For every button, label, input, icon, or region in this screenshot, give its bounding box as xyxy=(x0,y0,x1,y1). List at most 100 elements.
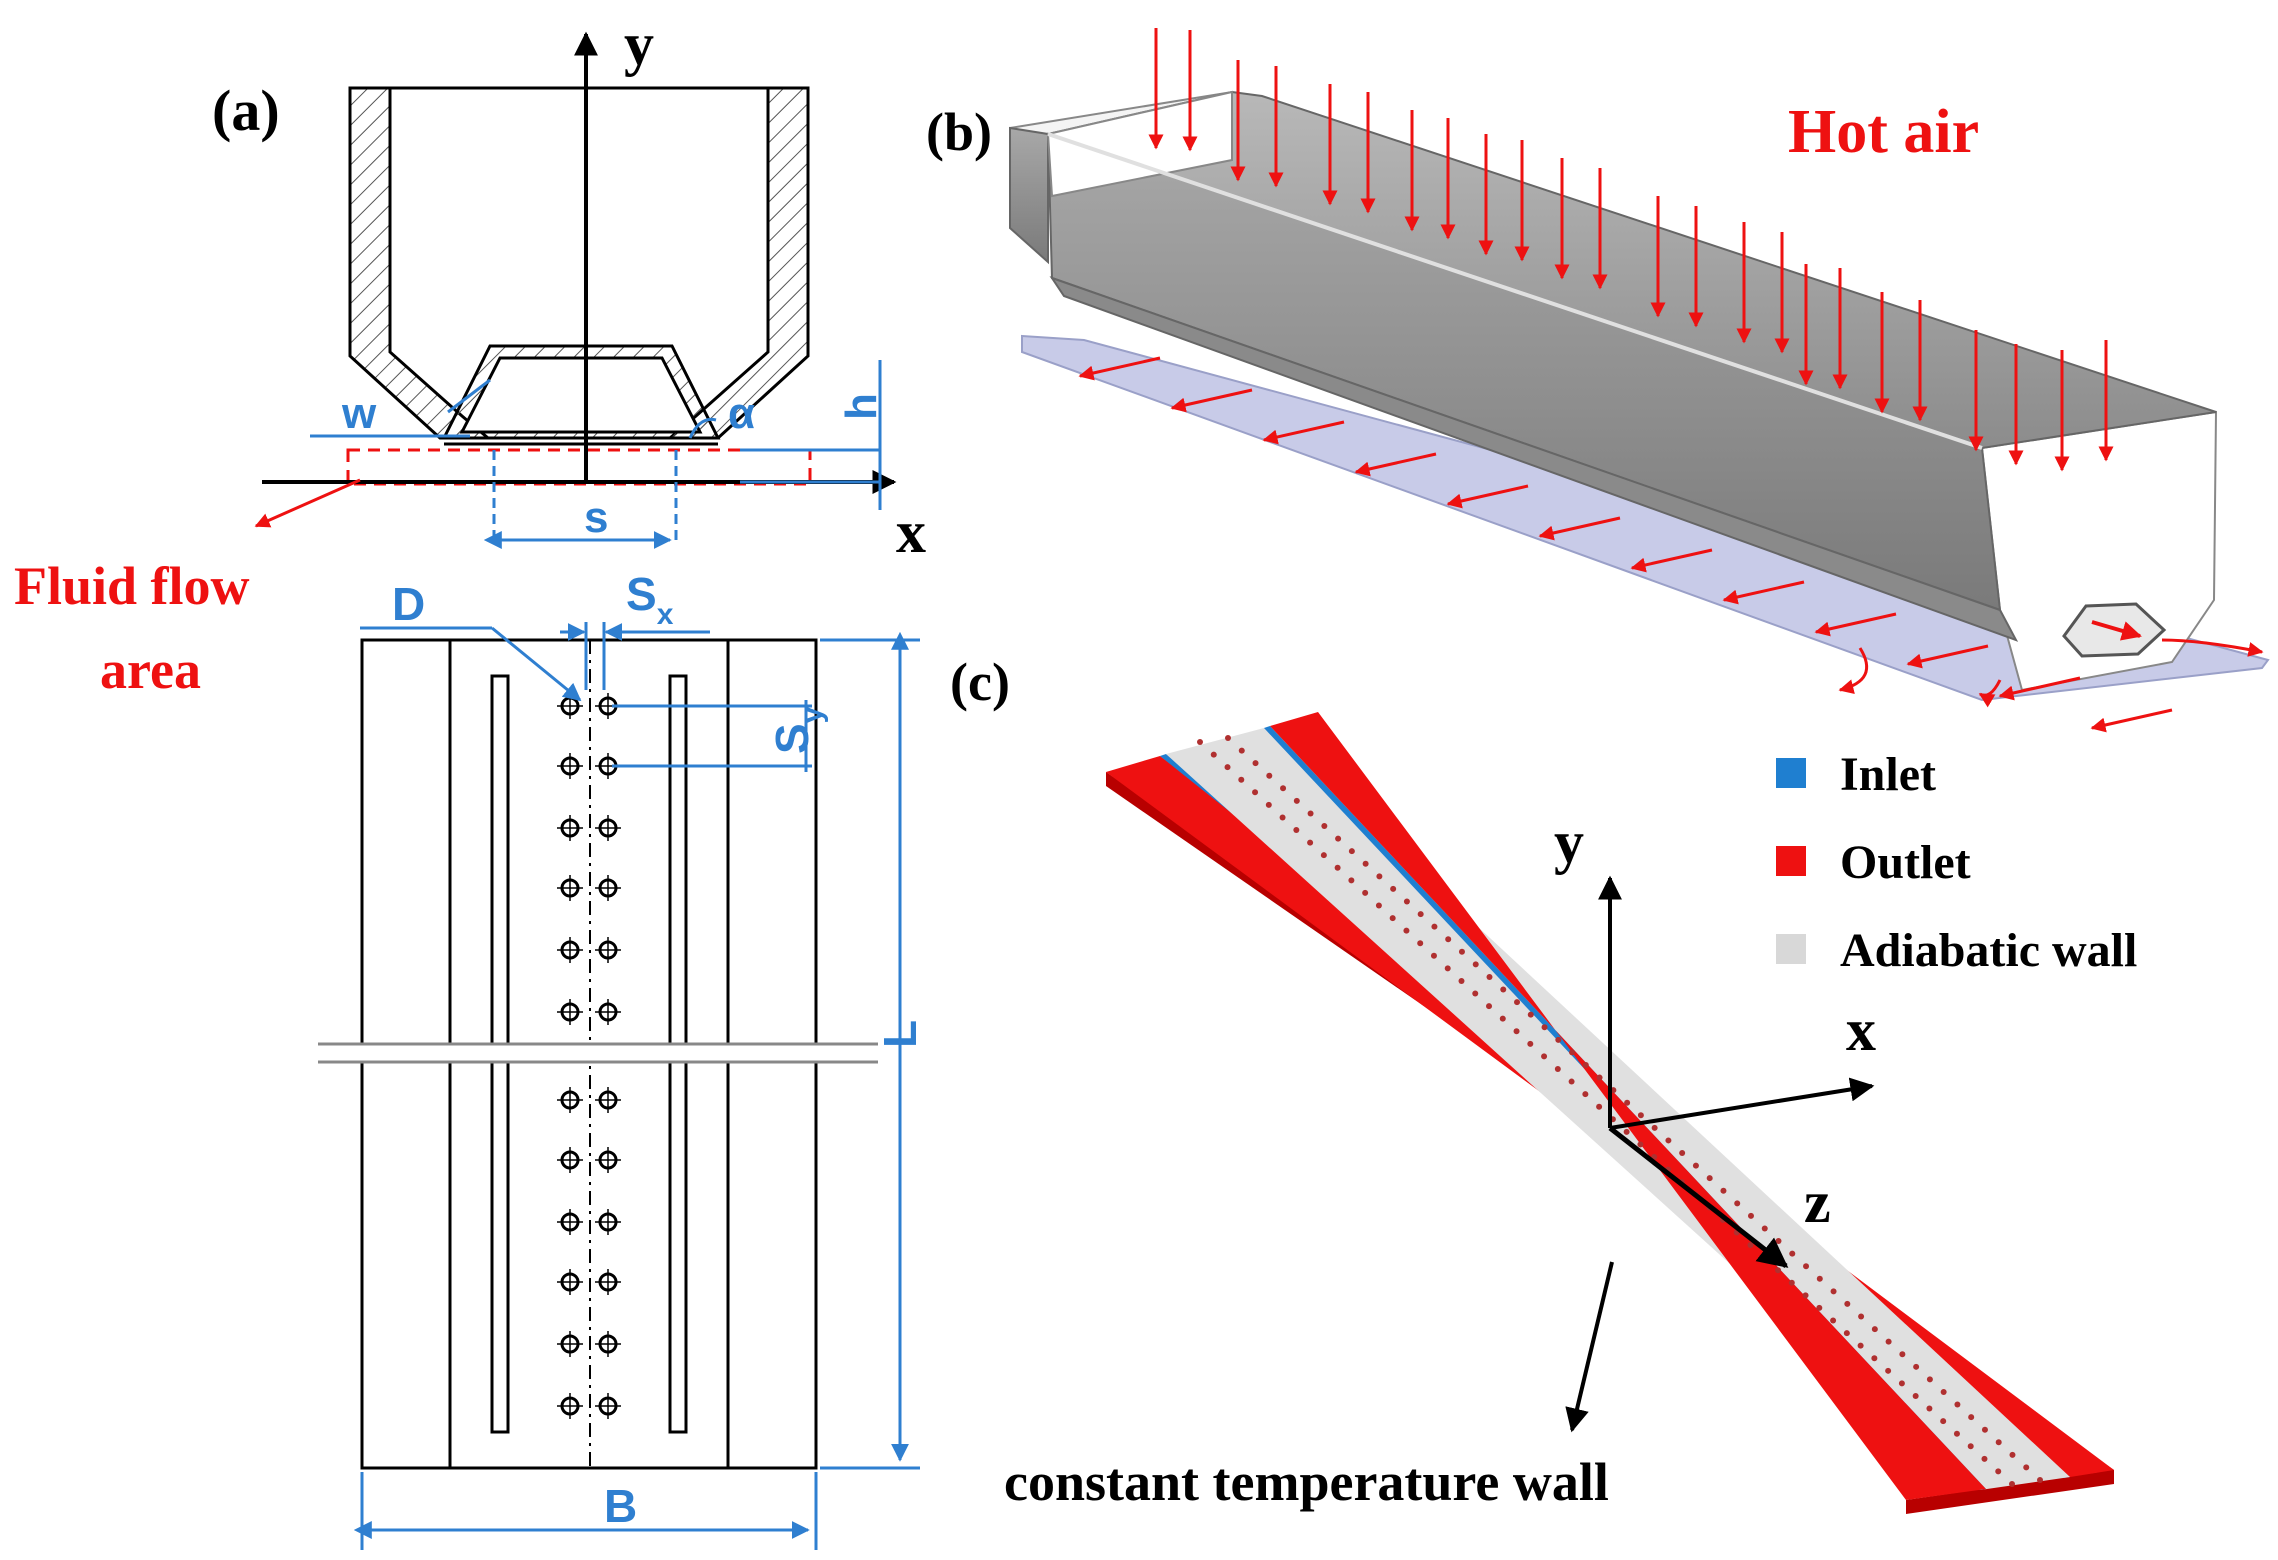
jet-hole-dot xyxy=(1472,990,1479,997)
panel-c-y-label: y xyxy=(1554,809,1584,875)
jet-hole-dot xyxy=(1513,1028,1520,1035)
jet-hole-dot xyxy=(1844,1300,1851,1307)
legend-label-inlet: Inlet xyxy=(1840,748,1936,801)
panel-a-cross-section: (a) y x w α h s Fluid flow area xyxy=(14,11,926,700)
jet-hole-dot xyxy=(1445,936,1452,943)
flow-arrow xyxy=(1630,548,1713,573)
flow-arrow xyxy=(1538,516,1621,541)
jet-hole-dot xyxy=(1623,1128,1630,1135)
jet-hole-dot xyxy=(1665,1137,1672,1144)
jet-hole-dot xyxy=(1940,1388,1947,1395)
jet-hole-dot xyxy=(1843,1330,1850,1337)
flow-arrow xyxy=(1262,420,1345,445)
legend-swatch-inlet xyxy=(1776,758,1806,788)
jet-hole-dot xyxy=(1376,873,1383,880)
panel-a-label: (a) xyxy=(212,78,280,143)
fluid-flow-label-line2: area xyxy=(100,640,201,700)
jet-hole-dot xyxy=(1734,1200,1741,1207)
flow-arrow xyxy=(2161,638,2264,657)
jet-hole-dot xyxy=(1307,839,1314,846)
flow-arrow xyxy=(1814,612,1897,637)
jet-hole-dot xyxy=(1637,1112,1644,1119)
jet-hole-dot xyxy=(1899,1351,1906,1358)
jet-hole-dot xyxy=(1280,785,1287,792)
flow-arrow xyxy=(1978,679,2002,708)
panel-b-collector: (b) Hot air xyxy=(926,28,2270,733)
jet-hole-dot xyxy=(1624,1099,1631,1106)
jet-hole-dot xyxy=(1362,860,1369,867)
jet-hole-dot xyxy=(1252,789,1259,796)
dim-Sy-sub: y xyxy=(796,706,829,723)
jet-hole-dot xyxy=(1430,952,1437,959)
jet-hole-dot xyxy=(1389,915,1396,922)
jet-hole-dot xyxy=(1858,1313,1865,1320)
flow-arrow xyxy=(1998,676,2081,701)
flow-arrow xyxy=(2091,620,2142,641)
dim-s-label: s xyxy=(584,493,608,542)
jet-hole-dot xyxy=(1320,852,1327,859)
jet-hole-dot xyxy=(1637,1141,1644,1148)
jet-hole-dot xyxy=(1403,927,1410,934)
jet-hole-dot xyxy=(1348,848,1355,855)
flow-arrow xyxy=(1722,580,1805,605)
jet-hole-dot xyxy=(1224,764,1231,771)
legend-label-adiabatic: Adiabatic wall xyxy=(1840,924,2137,977)
jet-hole-dot xyxy=(1788,1279,1795,1286)
jet-hole-dot xyxy=(1816,1304,1823,1311)
jet-hole-dot xyxy=(1541,1024,1548,1031)
jet-hole-dot xyxy=(1265,801,1272,808)
jet-hole-dot xyxy=(1967,1443,1974,1450)
jet-hole-dot xyxy=(1995,1439,2002,1446)
jet-hole-dot xyxy=(1596,1103,1603,1110)
dim-L-label: L xyxy=(874,1020,926,1048)
jet-hole-dot xyxy=(1527,1040,1534,1047)
legend-swatch-outlet xyxy=(1776,846,1806,876)
jet-hole-dot xyxy=(1500,986,1507,993)
jet-hole-dot xyxy=(1871,1355,1878,1362)
jet-hole-dot xyxy=(1417,940,1424,947)
jet-hole-dot xyxy=(1885,1338,1892,1345)
jet-hole-dot xyxy=(1554,1065,1561,1072)
jet-hole-dot xyxy=(1499,1015,1506,1022)
jet-hole-dot xyxy=(1417,911,1424,918)
jet-hole-dot xyxy=(2009,1481,2015,1487)
panel-c-domain: (c) y x z constant temperature wall Inle… xyxy=(950,652,2137,1514)
jet-hole-dot xyxy=(1335,835,1342,842)
jet-hole-dot xyxy=(1555,1036,1562,1043)
jet-hole-dot xyxy=(1458,948,1465,955)
jet-hole-dot xyxy=(1321,823,1328,830)
dim-Sy-main: S xyxy=(766,723,818,754)
jet-hole-dot xyxy=(1747,1242,1754,1249)
jet-hole-dot xyxy=(1981,1455,1988,1462)
dim-Sx-main: S xyxy=(626,568,657,620)
jet-hole-dot xyxy=(2009,1451,2016,1458)
flow-arrow xyxy=(1906,644,1989,669)
legend-swatch-adiabatic xyxy=(1776,934,1806,964)
jet-hole-dot xyxy=(1238,747,1245,754)
jet-hole-dot xyxy=(1266,772,1273,779)
jet-hole-dot xyxy=(1472,961,1479,968)
jet-hole-dot xyxy=(1912,1392,1919,1399)
panel-c-z-axis xyxy=(1608,1126,1789,1268)
panel-a-x-label: x xyxy=(896,499,926,565)
jet-hole-dot xyxy=(1486,973,1493,980)
jet-hole-dot xyxy=(1857,1342,1864,1349)
panel-c-x-label: x xyxy=(1846,997,1876,1063)
jet-hole-dot xyxy=(1582,1091,1589,1098)
jet-hole-dot xyxy=(1348,877,1355,884)
jet-hole-dot xyxy=(1514,999,1521,1006)
jet-hole-dot xyxy=(1761,1225,1768,1232)
fluid-flow-label-line1: Fluid flow xyxy=(14,556,250,616)
jet-hole-dot xyxy=(1953,1430,1960,1437)
jet-hole-dot xyxy=(1747,1212,1754,1219)
jet-hole-dot xyxy=(1720,1187,1727,1194)
jet-hole-dot xyxy=(2037,1477,2043,1483)
jet-hole-dot xyxy=(1403,898,1410,905)
constant-temperature-wall-label: constant temperature wall xyxy=(1004,1452,1609,1512)
dim-Sx-sub: x xyxy=(657,598,674,631)
jet-hole-dot xyxy=(1940,1418,1947,1425)
panel-c-legend: Inlet Outlet Adiabatic wall xyxy=(1776,748,2137,977)
jet-hole-dot xyxy=(1390,885,1397,892)
jet-hole-dot xyxy=(1761,1254,1768,1261)
